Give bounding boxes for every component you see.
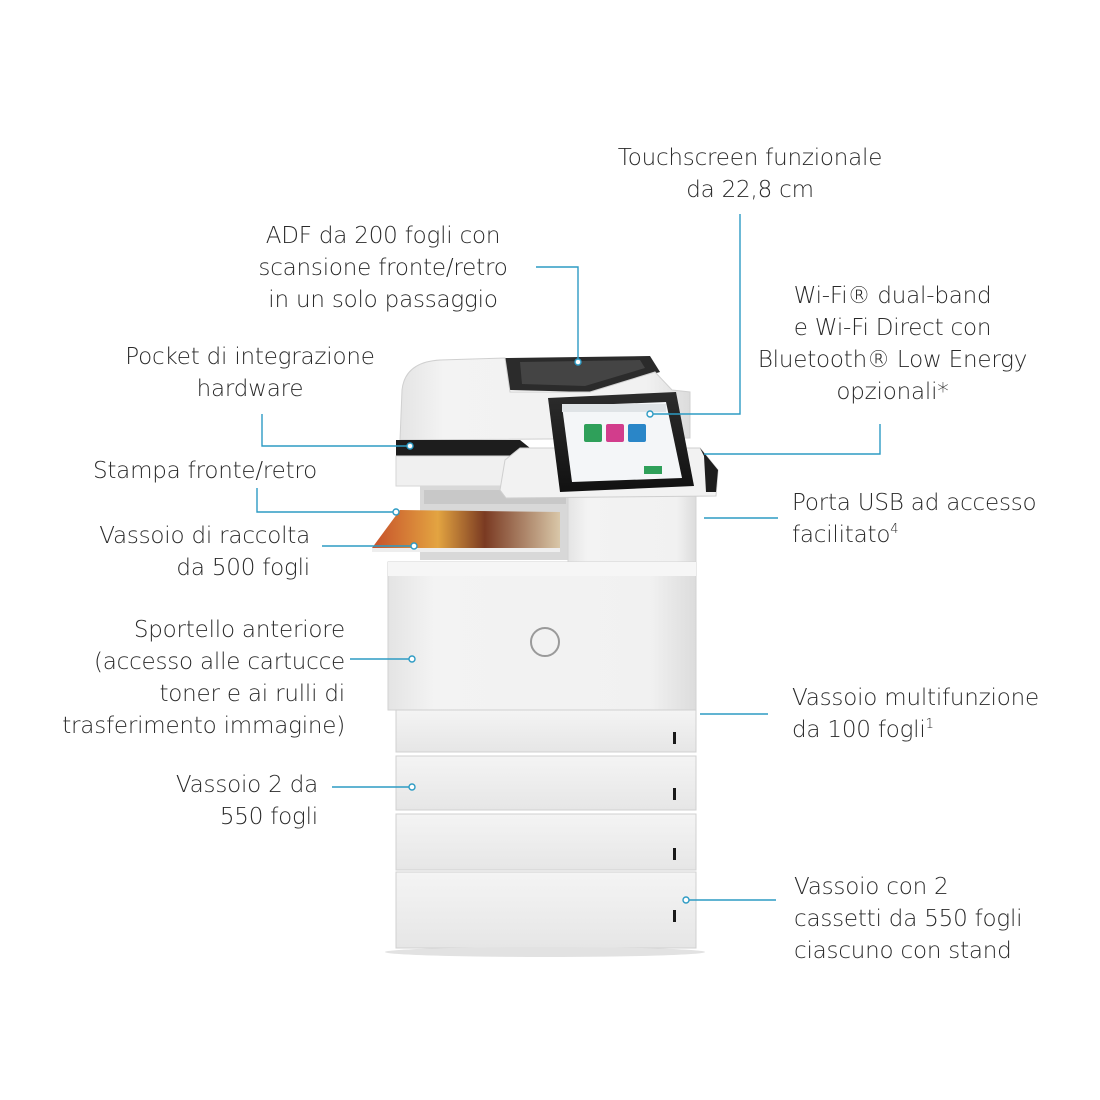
marker-touchscreen <box>646 410 654 418</box>
marker-output-tray <box>410 542 418 550</box>
tile-print <box>606 424 624 442</box>
callout-usb-line: facilitato4 <box>792 519 1082 551</box>
callout-front-door-line: (accesso alle cartucce <box>93 649 345 675</box>
callout-wifi-line: Bluetooth® Low Energy <box>757 347 1028 373</box>
callout-tray2-line: 550 fogli <box>219 804 318 830</box>
callout-front-door-line: trasferimento immagine) <box>62 713 345 739</box>
callout-front-door-line: toner e ai rulli di <box>159 681 345 707</box>
callout-output-tray-line: da 500 fogli <box>176 555 310 581</box>
callout-wifi-line: opzionali* <box>836 379 949 405</box>
callout-mp-text: da 100 fogli <box>792 717 926 743</box>
marker-duplex <box>392 508 400 516</box>
marker-stand <box>682 896 690 904</box>
callout-tray2: Vassoio 2 da 550 fogli <box>60 769 318 833</box>
callout-adf-line: ADF da 200 fogli con <box>265 223 501 249</box>
callout-stand: Vassoio con 2 cassetti da 550 fogli cias… <box>794 871 1084 967</box>
callout-multipurpose-tray: Vassoio multifunzione da 100 fogli1 <box>792 682 1082 746</box>
callout-stand-line: ciascuno con stand <box>794 938 1012 964</box>
callout-output-tray-line: Vassoio di raccolta <box>99 523 310 549</box>
footnote-marker: 1 <box>925 717 934 732</box>
drawer-mp <box>395 709 697 753</box>
callout-duplex-line: Stampa fronte/retro <box>92 458 318 484</box>
main-body <box>387 561 697 711</box>
drawer-tray4 <box>395 871 697 949</box>
footnote-marker: 4 <box>890 522 899 537</box>
callout-stand-line: cassetti da 550 fogli <box>794 906 1023 932</box>
callout-duplex: Stampa fronte/retro <box>70 455 340 487</box>
callout-pocket-line: Pocket di integrazione <box>125 344 375 370</box>
tile-scan <box>628 424 646 442</box>
callout-wifi: Wi-Fi® dual-band e Wi-Fi Direct con Blue… <box>740 280 1045 408</box>
callout-adf-line: in un solo passaggio <box>268 287 498 313</box>
callout-tray2-line: Vassoio 2 da <box>175 772 318 798</box>
hp-logo <box>530 627 560 657</box>
tile-copy <box>584 424 602 442</box>
marker-tray2 <box>408 783 416 791</box>
callout-wifi-line: Wi-Fi® dual-band <box>793 283 992 309</box>
callout-output-tray: Vassoio di raccolta da 500 fogli <box>40 520 310 584</box>
marker-pocket <box>406 442 414 450</box>
callout-mp-line: Vassoio multifunzione <box>792 685 1039 711</box>
callout-touchscreen-line: da 22,8 cm <box>686 177 814 203</box>
callout-adf-line: scansione fronte/retro <box>258 255 508 281</box>
drawer-tray3 <box>395 813 697 871</box>
callout-front-door: Sportello anteriore (accesso alle cartuc… <box>20 614 345 742</box>
callout-usb-line: Porta USB ad accesso <box>792 490 1037 516</box>
drawer-tray2 <box>395 755 697 811</box>
callout-touchscreen-line: Touchscreen funzionale <box>617 145 883 171</box>
callout-front-door-line: Sportello anteriore <box>133 617 345 643</box>
callout-adf: ADF da 200 fogli con scansione fronte/re… <box>228 220 538 316</box>
callout-stand-line: Vassoio con 2 <box>794 874 949 900</box>
marker-front-door <box>408 655 416 663</box>
callout-mp-line: da 100 fogli1 <box>792 714 1082 746</box>
callout-touchscreen: Touchscreen funzionale da 22,8 cm <box>590 142 910 206</box>
marker-adf <box>574 358 582 366</box>
callout-pocket-line: hardware <box>196 376 304 402</box>
callout-usb: Porta USB ad accesso facilitato4 <box>792 487 1082 551</box>
output-paper <box>372 510 560 548</box>
callout-pocket: Pocket di integrazione hardware <box>100 341 400 405</box>
callout-usb-text: facilitato <box>792 522 891 548</box>
callout-wifi-line: e Wi-Fi Direct con <box>793 315 992 341</box>
